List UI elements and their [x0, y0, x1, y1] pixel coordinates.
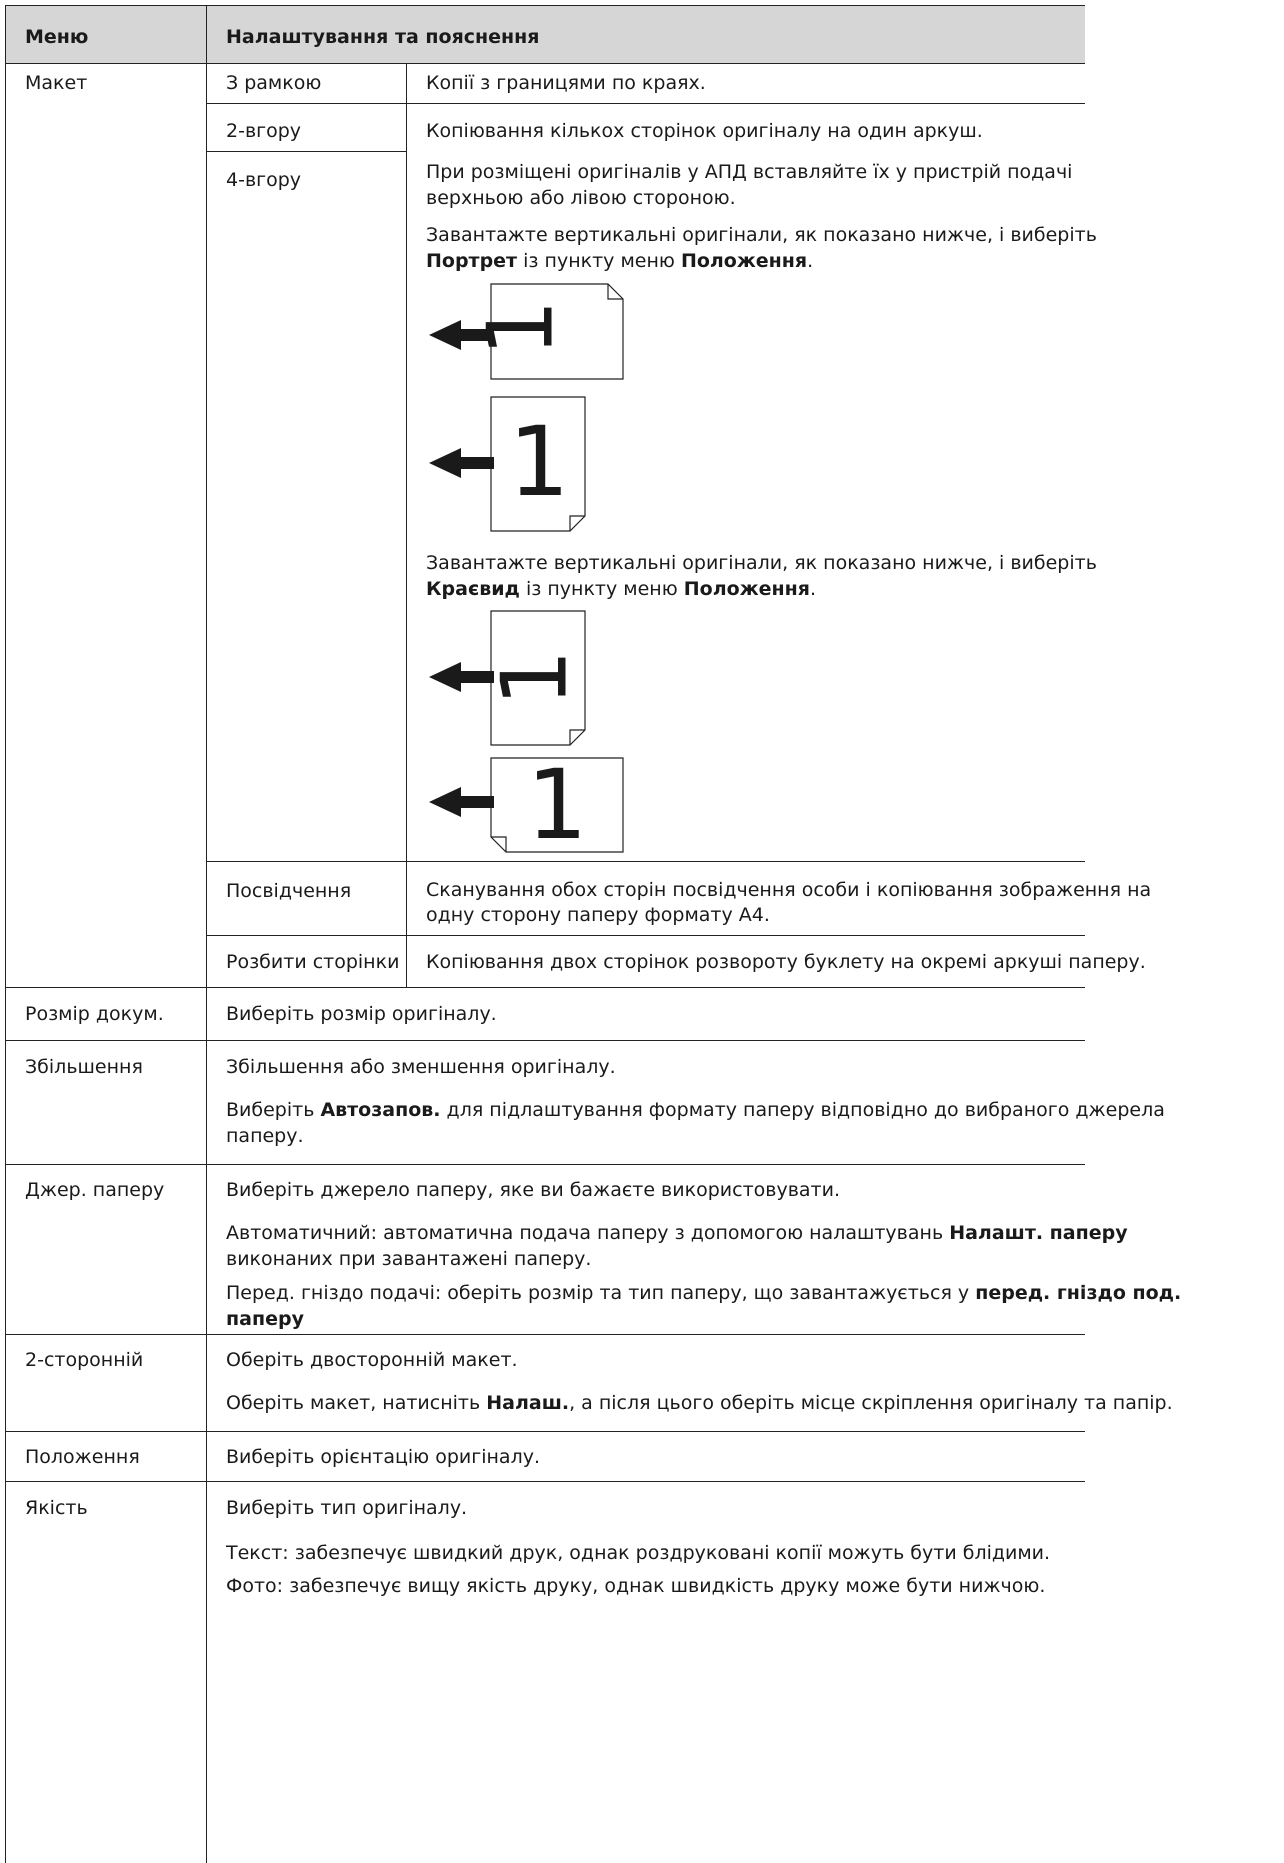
row-divider [206, 935, 1085, 936]
paper-source-desc: Виберіть джерело паперу, яке ви бажаєте … [226, 1179, 840, 1201]
header-settings: Налаштування та пояснення [226, 26, 540, 48]
row-divider [5, 1481, 1085, 1482]
table-header [5, 5, 1085, 63]
paper-source-auto-line1: Автоматичний: автоматична подача паперу … [226, 1222, 1128, 1244]
paper-source-auto-line2: виконаних при завантажені паперу. [226, 1248, 592, 1270]
zoom-auto-line2: паперу. [226, 1125, 304, 1147]
menu-doc-size: Розмір докум. [25, 1003, 164, 1025]
doc-size-desc: Виберіть розмір оригіналу. [226, 1003, 497, 1025]
column-divider [206, 5, 207, 1863]
settings-table: Меню Налаштування та пояснення Макет З р… [5, 5, 1181, 1863]
table-border [5, 5, 1085, 6]
menu-paper-source: Джер. паперу [25, 1179, 165, 1201]
landscape-note-line2: Краєвид із пункту меню Положення. [426, 578, 816, 600]
portrait-note-line1: Завантажте вертикальні оригінали, як пок… [426, 224, 1097, 246]
landscape-note-line1: Завантажте вертикальні оригінали, як пок… [426, 552, 1097, 574]
option-id-card-desc-line1: Сканування обох сторін посвідчення особи… [426, 879, 1152, 901]
row-divider [5, 1431, 1085, 1432]
two-sided-more: Оберіть макет, натисніть Налаш., а після… [226, 1392, 1173, 1414]
digit-upright: 1 [526, 749, 587, 861]
menu-two-sided: 2-сторонній [25, 1349, 144, 1371]
option-2up-label: 2-вгору [226, 120, 302, 142]
adf-note-line1: При розміщені оригіналів у АПД вставляйт… [426, 161, 1073, 183]
option-border-desc: Копії з границями по краях. [426, 72, 706, 94]
quality-text-option: Текст: забезпечує швидкий друк, однак ро… [226, 1542, 1051, 1564]
row-divider [206, 151, 406, 152]
menu-quality: Якість [25, 1497, 88, 1519]
row-divider [5, 987, 1085, 988]
row-divider [5, 63, 1085, 64]
adf-note-line2: верхньою або лівою стороною. [426, 187, 736, 209]
option-2up-desc: Копіювання кількох сторінок оригіналу на… [426, 120, 983, 142]
row-divider [206, 861, 1085, 862]
column-divider [406, 63, 407, 987]
paper-source-front-line1: Перед. гніздо подачі: оберіть розмір та … [226, 1282, 1182, 1304]
row-divider [5, 1164, 1085, 1165]
digit-upright: 1 [508, 406, 569, 518]
option-split-label: Розбити сторінки [226, 951, 400, 973]
row-divider [5, 1040, 1085, 1041]
digit-rotated: 1 [483, 649, 588, 706]
header-menu: Меню [25, 26, 89, 48]
row-divider [206, 103, 1085, 104]
option-4up-label: 4-вгору [226, 169, 302, 191]
quality-photo-option: Фото: забезпечує вищу якість друку, одна… [226, 1575, 1046, 1597]
option-split-desc: Копіювання двох сторінок розвороту букле… [426, 951, 1146, 973]
zoom-desc: Збільшення або зменшення оригіналу. [226, 1056, 616, 1078]
portrait-loading-figure: 1 1 [429, 283, 624, 532]
option-id-card-desc-line2: одну сторону паперу формату А4. [426, 904, 770, 926]
option-id-card-label: Посвідчення [226, 880, 352, 902]
option-border-label: З рамкою [226, 72, 322, 94]
portrait-note-line2: Портрет із пункту меню Положення. [426, 250, 814, 272]
orientation-desc: Виберіть орієнтацію оригіналу. [226, 1446, 540, 1468]
row-divider [5, 1334, 1085, 1335]
menu-layout: Макет [25, 72, 88, 94]
landscape-loading-figure: 1 1 [429, 610, 624, 861]
quality-desc: Виберіть тип оригіналу. [226, 1497, 468, 1519]
table-border [5, 5, 6, 1863]
menu-orientation: Положення [25, 1446, 140, 1468]
zoom-auto-line1: Виберіть Автозапов. для підлаштування фо… [226, 1099, 1165, 1121]
two-sided-desc: Оберіть двосторонній макет. [226, 1349, 518, 1371]
paper-source-front-line2: паперу [226, 1308, 304, 1330]
menu-zoom: Збільшення [25, 1056, 143, 1078]
digit-rotated: 1 [469, 299, 574, 356]
